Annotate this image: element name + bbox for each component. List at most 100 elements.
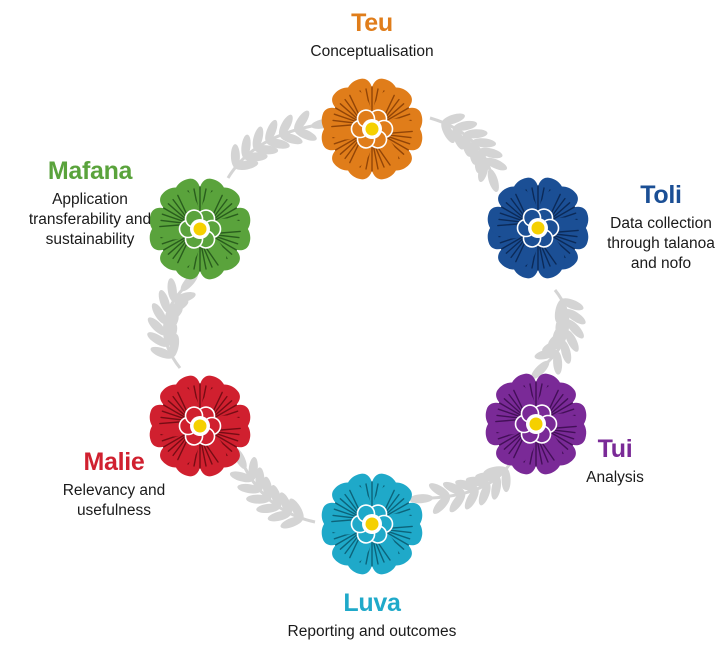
flower-malie-icon: [149, 375, 251, 477]
leaf-icon: [566, 319, 584, 339]
leaf-icon: [166, 299, 189, 314]
flower-center: [529, 417, 543, 431]
label-teu: Teu Conceptualisation: [297, 8, 447, 62]
leaf-icon: [542, 339, 565, 353]
leaf-icon: [147, 332, 169, 347]
label-mafana: Mafana Application transferability and s…: [10, 156, 170, 250]
leaf-icon: [294, 128, 317, 141]
label-tui: Tui Analysis: [570, 434, 660, 488]
leaf-branch: [226, 110, 335, 179]
stage-description-malie: Relevancy and usefulness: [62, 482, 166, 519]
flower-tui-icon: [485, 373, 587, 475]
leaf-icon: [464, 487, 479, 510]
leaf-icon: [266, 138, 290, 149]
leaf-icon: [442, 481, 465, 496]
flower-mafana-icon: [149, 178, 251, 280]
leaf-icon: [452, 126, 465, 150]
leaf-icon: [279, 492, 293, 515]
leaf-icon: [151, 303, 167, 325]
leaf-icon: [531, 360, 550, 379]
leaf-icon: [478, 482, 491, 506]
leaf-icon: [241, 134, 251, 159]
leaf-icon: [158, 289, 171, 313]
label-toli: Toli Data collection through talanoa and…: [600, 180, 722, 274]
stage-title-malie: Malie: [83, 448, 145, 476]
leaf-icon: [560, 340, 572, 364]
flower-luva-icon: [321, 473, 423, 575]
leaf-icon: [409, 494, 434, 504]
leaf-icon: [560, 298, 584, 311]
leaf-icon: [167, 278, 177, 302]
leaf-icon: [147, 317, 166, 336]
stage-title-teu: Teu: [351, 9, 393, 37]
leaf-icon: [472, 138, 497, 148]
leaf-icon: [267, 510, 292, 522]
leaf-icon: [484, 157, 508, 171]
flower-center: [193, 419, 207, 433]
leaf-icon: [553, 350, 563, 375]
flower-toli-icon: [487, 177, 589, 279]
leaf-icon: [565, 330, 579, 352]
leaf-icon: [237, 483, 262, 494]
leaf-icon: [265, 119, 278, 143]
flower-center: [365, 517, 379, 531]
stage-title-luva: Luva: [343, 589, 401, 617]
leaf-icon: [246, 494, 271, 504]
leaf-branch: [409, 459, 514, 514]
leaf-icon: [255, 467, 265, 492]
flower-ring: [149, 78, 589, 575]
leaf-icon: [428, 483, 450, 498]
leaf-branch: [531, 289, 586, 379]
leaf-icon: [501, 468, 511, 493]
leaf-icon: [534, 349, 558, 360]
leaf-icon: [491, 475, 502, 500]
stage-title-toli: Toli: [640, 181, 682, 209]
stage-description-teu: Conceptualisation: [310, 43, 434, 60]
leaf-icon: [270, 485, 282, 509]
stage-description-tui: Analysis: [586, 469, 644, 486]
leaf-icon: [150, 346, 174, 359]
leaf-icon: [441, 121, 455, 144]
leaf-icon: [278, 114, 293, 137]
stage-title-mafana: Mafana: [47, 157, 133, 185]
flower-center: [365, 122, 379, 136]
leaf-icon: [252, 126, 264, 150]
flower-center: [193, 222, 207, 236]
label-luva: Luva Reporting and outcomes: [262, 588, 482, 642]
stage-title-tui: Tui: [597, 435, 633, 463]
leaf-icon: [243, 152, 268, 162]
leaf-branch: [229, 447, 316, 529]
leaf-icon: [254, 145, 279, 155]
leaf-icon: [165, 323, 178, 347]
stage-description-toli: Data collection through talanoa and nofo: [607, 215, 715, 272]
stage-description-luva: Reporting and outcomes: [287, 623, 457, 640]
leaf-icon: [229, 471, 254, 483]
flower-center: [531, 221, 545, 235]
leaf-icon: [463, 129, 488, 139]
leaf-icon: [280, 516, 304, 529]
leaf-icon: [262, 476, 273, 501]
label-malie: Malie Relevancy and usefulness: [52, 447, 176, 521]
leaf-icon: [441, 113, 465, 125]
leaf-icon: [432, 495, 451, 514]
leaf-icon: [172, 292, 196, 304]
leaf-icon: [487, 168, 499, 193]
leaf-icon: [479, 147, 503, 159]
leaf-icon: [478, 158, 489, 183]
leaf-icon: [453, 120, 478, 131]
leaf-icon: [289, 498, 304, 520]
leaf-garland: [147, 110, 586, 529]
leaf-icon: [234, 160, 259, 171]
leaf-icon: [449, 492, 466, 513]
leaf-branch: [147, 272, 199, 369]
leaf-icon: [256, 503, 281, 514]
leaf-icon: [294, 110, 310, 132]
flower-teu-icon: [321, 78, 423, 180]
leaf-icon: [279, 132, 303, 145]
leaf-icon: [248, 456, 258, 481]
leaf-icon: [230, 144, 240, 169]
leaf-icon: [455, 479, 479, 492]
leaf-branch: [429, 113, 508, 193]
leaf-icon: [565, 309, 586, 325]
